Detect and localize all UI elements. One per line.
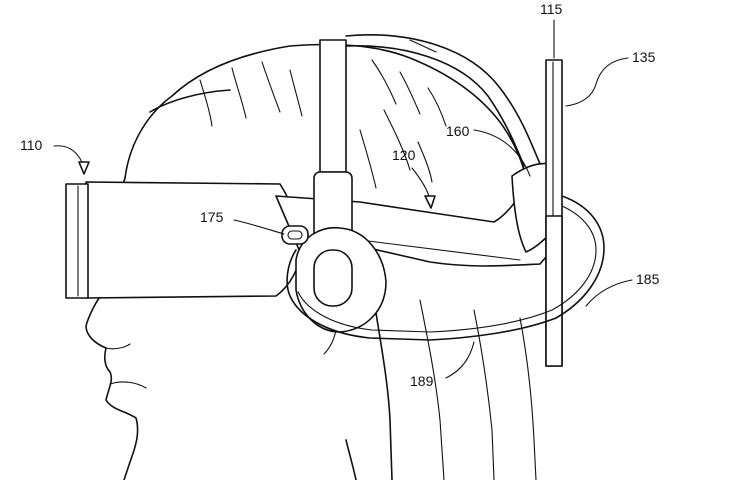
ref-189: 189 — [410, 373, 434, 389]
visor-shell — [85, 181, 303, 299]
visor-front-plate — [65, 183, 89, 299]
earphone-slot — [313, 249, 353, 307]
ref-115: 115 — [540, 1, 563, 17]
top-strap — [319, 34, 541, 173]
ref-135: 135 — [632, 49, 656, 65]
top-strap-arc-inner — [345, 45, 525, 167]
control-button — [281, 225, 309, 245]
top-strap-arc-outer — [345, 34, 541, 165]
earphone — [295, 226, 387, 333]
ref-110: 110 — [20, 137, 43, 153]
callouts: 110 115 135 160 120 175 185 189 — [20, 1, 660, 389]
ref-185: 185 — [636, 271, 660, 287]
ref-160: 160 — [446, 123, 470, 139]
cable-loop-outer — [286, 195, 605, 341]
mouth-line — [109, 381, 147, 389]
rear-housing — [511, 162, 557, 253]
back-module — [545, 59, 563, 367]
cable-loop-inner — [297, 205, 597, 333]
ref-175: 175 — [200, 209, 224, 225]
ref-120: 120 — [392, 147, 416, 163]
headset-visor — [65, 181, 303, 299]
top-strap-band — [319, 39, 347, 173]
nostril-line — [105, 343, 131, 350]
rear-pad — [511, 162, 557, 253]
hair-forehead — [149, 89, 231, 113]
back-panel-box — [545, 215, 563, 367]
back-hair — [323, 299, 537, 480]
cable — [286, 195, 605, 341]
